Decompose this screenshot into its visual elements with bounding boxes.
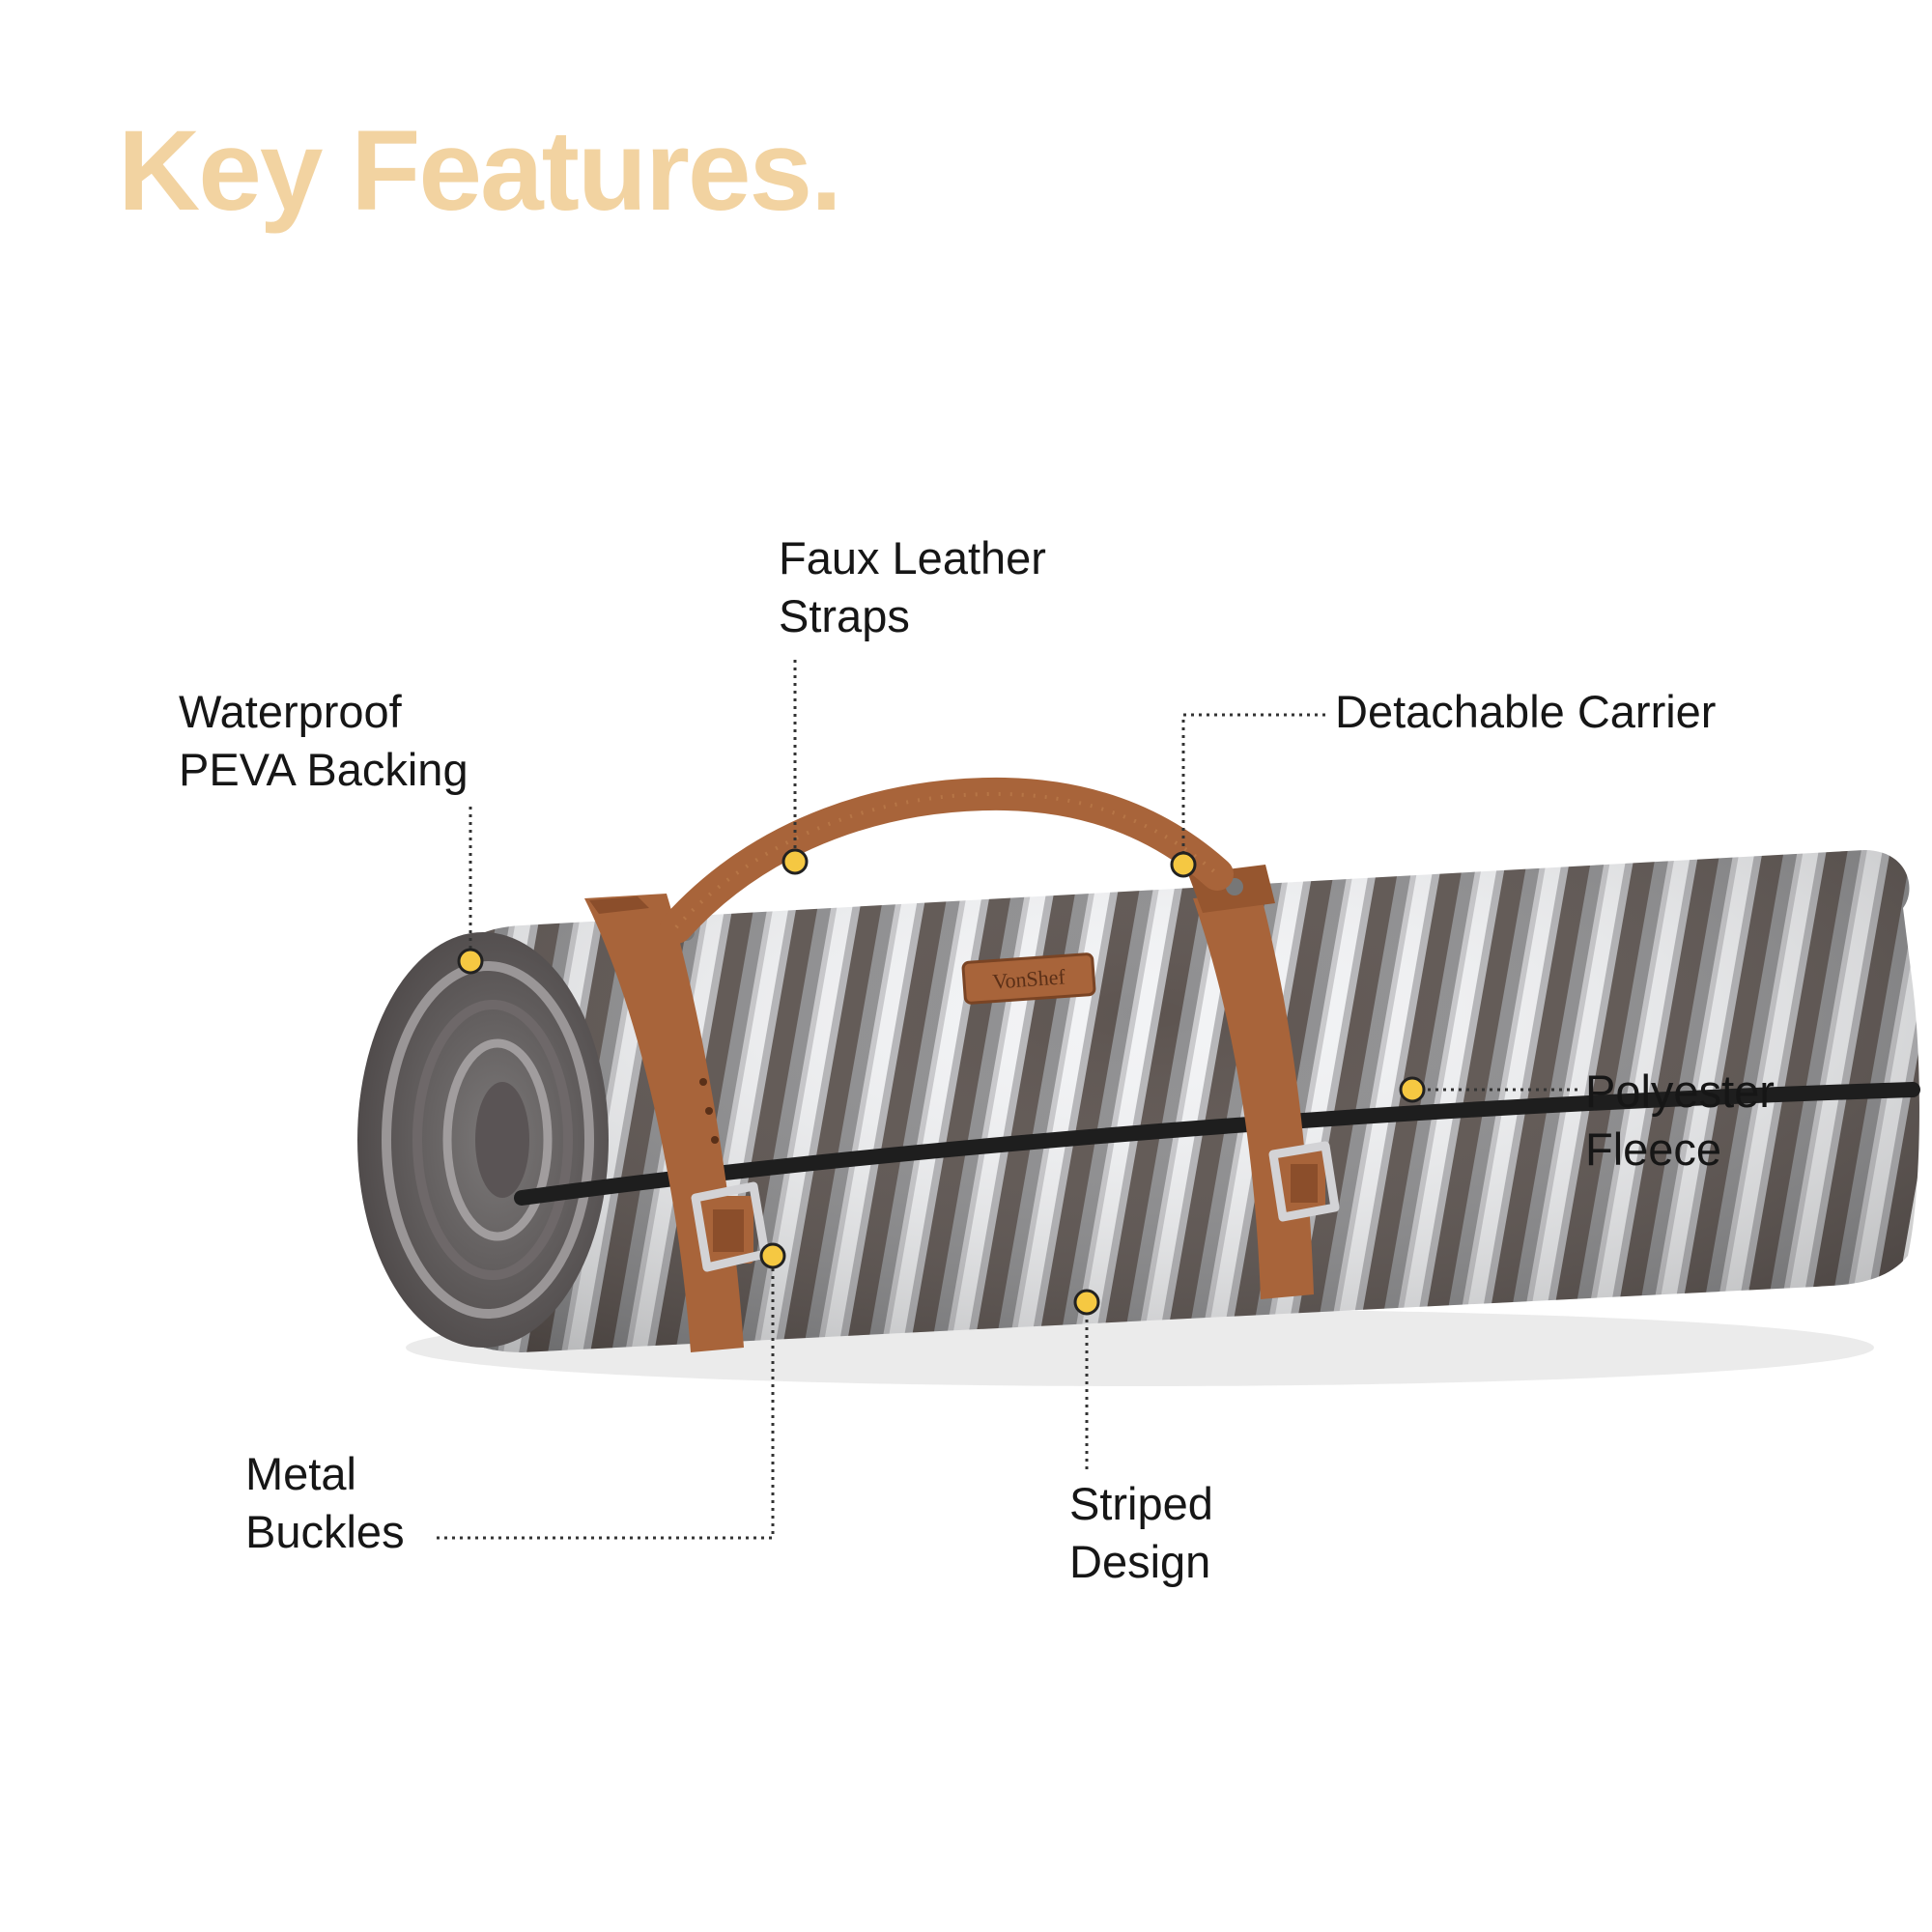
feature-label-stripes: Striped Design (1069, 1475, 1213, 1591)
straps-line1: Faux Leather (779, 532, 1046, 583)
straps-line2: Straps (779, 590, 910, 641)
feature-label-carrier: Detachable Carrier (1335, 683, 1716, 741)
buckles-line1: Metal (245, 1448, 356, 1499)
fleece-line2: Fleece (1585, 1123, 1722, 1175)
fleece-line1: Polyester (1585, 1065, 1775, 1117)
carrier-marker (1170, 851, 1197, 878)
elastic-band (514, 1082, 1920, 1206)
feature-label-backing: Waterproof PEVA Backing (179, 683, 469, 799)
backing-line2: PEVA Backing (179, 744, 469, 795)
left-buckle (688, 1181, 770, 1272)
carrier-leader (1181, 713, 1325, 855)
feature-label-straps: Faux Leather Straps (779, 529, 1046, 645)
fleece-marker (1399, 1076, 1426, 1103)
buckles-line2: Buckles (245, 1506, 405, 1557)
backing-marker (457, 948, 484, 975)
feature-markers (457, 848, 1426, 1316)
roll-end (357, 932, 609, 1348)
page-title: Key Features. (118, 107, 842, 235)
backing-line1: Waterproof (179, 686, 402, 737)
brand-tag: VonShef (961, 952, 1096, 1005)
straps-marker (781, 848, 809, 875)
right-buckle (1267, 1141, 1340, 1222)
stripes-line1: Striped (1069, 1478, 1213, 1529)
feature-label-fleece: Polyester Fleece (1585, 1063, 1775, 1179)
feature-label-buckles: Metal Buckles (245, 1445, 405, 1561)
stripes-marker (1073, 1289, 1100, 1316)
brand-tag-text: VonShef (992, 964, 1067, 993)
buckles-marker (759, 1242, 786, 1269)
leader-lines (437, 660, 1579, 1540)
stripes-line2: Design (1069, 1536, 1211, 1587)
carrier-line1: Detachable Carrier (1335, 686, 1717, 737)
